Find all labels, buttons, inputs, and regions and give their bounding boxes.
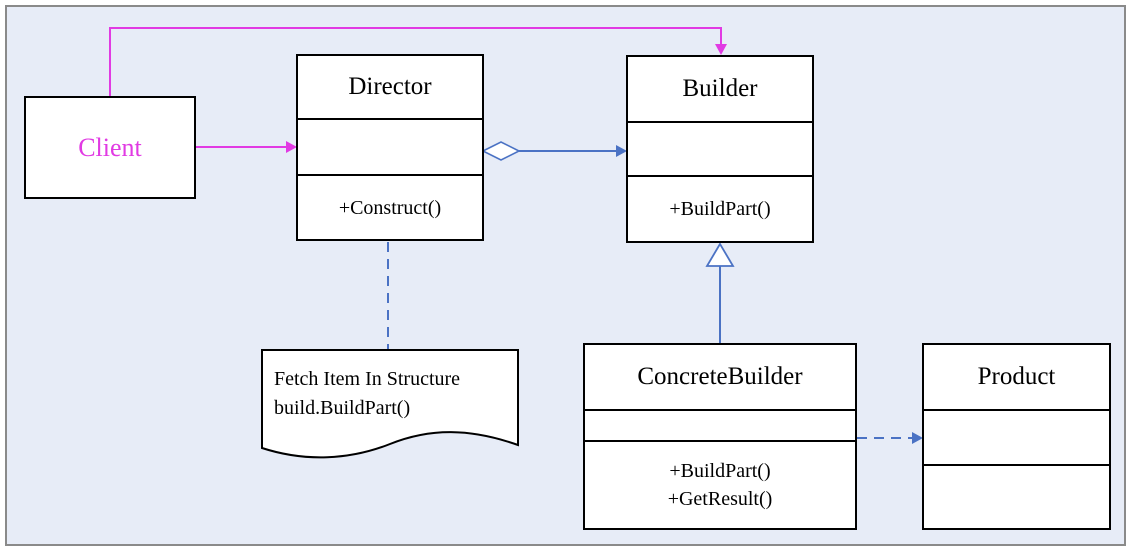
- director-attributes: [298, 118, 482, 174]
- director-name: Director: [348, 73, 432, 100]
- product-attributes: [924, 409, 1109, 464]
- note-line: build.BuildPart(): [274, 397, 411, 419]
- inheritance-triangle: [705, 242, 735, 267]
- client-to-builder-connector: [109, 27, 722, 97]
- note-text: Fetch Item In Structure build.BuildPart(…: [274, 365, 460, 423]
- product-name: Product: [977, 363, 1056, 390]
- client-label: Client: [78, 132, 142, 162]
- concrete-builder-operations: +BuildPart() +GetResult(): [585, 440, 855, 528]
- note-shape: [261, 349, 519, 459]
- director-class: Director +Construct(): [296, 54, 484, 241]
- concrete-builder-name: ConcreteBuilder: [637, 363, 803, 390]
- client-to-builder-arrowhead: [715, 44, 727, 55]
- dependency-arrowhead: [912, 432, 923, 444]
- concrete-builder-operation: +GetResult(): [667, 488, 773, 510]
- client-to-director-arrowhead: [286, 141, 297, 153]
- director-operation: +Construct(): [338, 196, 442, 219]
- product-class: Product: [922, 343, 1111, 530]
- concrete-builder-class: ConcreteBuilder +BuildPart() +GetResult(…: [583, 343, 857, 530]
- product-operations: [924, 464, 1109, 528]
- builder-operations: +BuildPart(): [628, 175, 812, 241]
- note-line: Fetch Item In Structure: [274, 368, 461, 390]
- concrete-builder-attributes: [585, 409, 855, 440]
- director-operations: +Construct(): [298, 174, 482, 239]
- director-to-builder-arrowhead: [616, 145, 627, 157]
- builder-operation: +BuildPart(): [669, 198, 771, 220]
- concrete-builder-operation: +BuildPart(): [669, 460, 771, 482]
- builder-class: Builder +BuildPart(): [626, 55, 814, 243]
- aggregation-diamond: [481, 141, 521, 161]
- client-box: Client: [24, 96, 196, 199]
- builder-name: Builder: [682, 75, 758, 102]
- builder-attributes: [628, 121, 812, 175]
